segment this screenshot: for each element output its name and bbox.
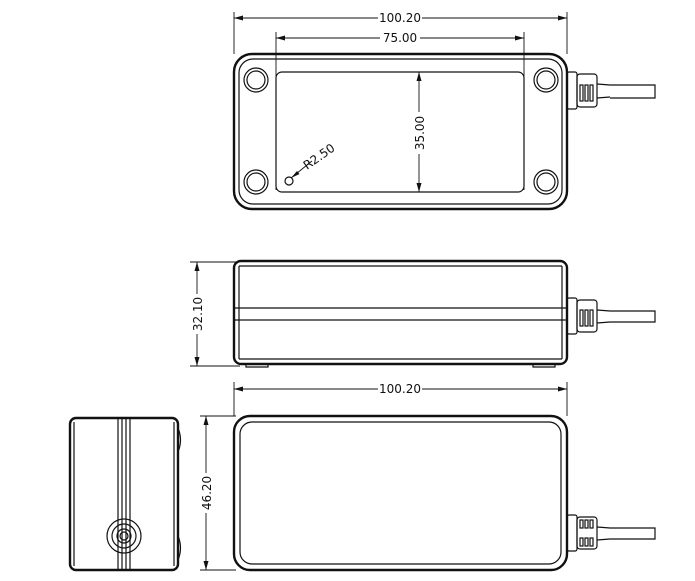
cable-strain-relief-top — [566, 71, 656, 110]
hole-vertical-label: 35.00 — [413, 116, 427, 150]
foot-right — [532, 364, 556, 368]
top-length-dimension: 100.20 — [233, 11, 568, 54]
bottom-length-label: 100.20 — [379, 382, 421, 396]
screw-hole-top-right — [533, 67, 559, 93]
bottom-view: 100.20 46.20 — [198, 382, 656, 572]
top-housing-outline — [232, 52, 569, 211]
bottom-housing-outline — [232, 414, 569, 572]
cable-strain-relief-bottom — [566, 514, 656, 552]
hole-vertical-dimension: 35.00 — [411, 72, 427, 192]
dc-output-jack — [106, 518, 142, 554]
radius-label: R2.50 — [301, 141, 338, 173]
side-height-label: 32.10 — [191, 297, 205, 331]
bottom-width-dimension: 46.20 — [198, 415, 236, 571]
screw-hole-bottom-right — [533, 169, 559, 195]
radius-callout: R2.50 — [284, 141, 338, 186]
end-housing-outline — [68, 416, 180, 572]
bottom-width-label: 46.20 — [200, 476, 214, 510]
screw-hole-bottom-left — [243, 169, 269, 195]
top-view: 100.20 75.00 35.00 — [232, 11, 656, 211]
hole-spacing-label: 75.00 — [383, 31, 417, 45]
side-height-dimension: 32.10 — [189, 261, 240, 367]
top-label-recess — [275, 71, 525, 193]
top-length-label: 100.20 — [379, 11, 421, 25]
foot-left — [245, 364, 269, 368]
screw-hole-top-left — [243, 67, 269, 93]
bottom-length-dimension: 100.20 — [233, 382, 568, 416]
cable-strain-relief-side — [566, 297, 656, 335]
end-view — [68, 416, 182, 572]
side-view: 32.10 — [189, 259, 656, 368]
side-housing-outline — [232, 259, 569, 366]
